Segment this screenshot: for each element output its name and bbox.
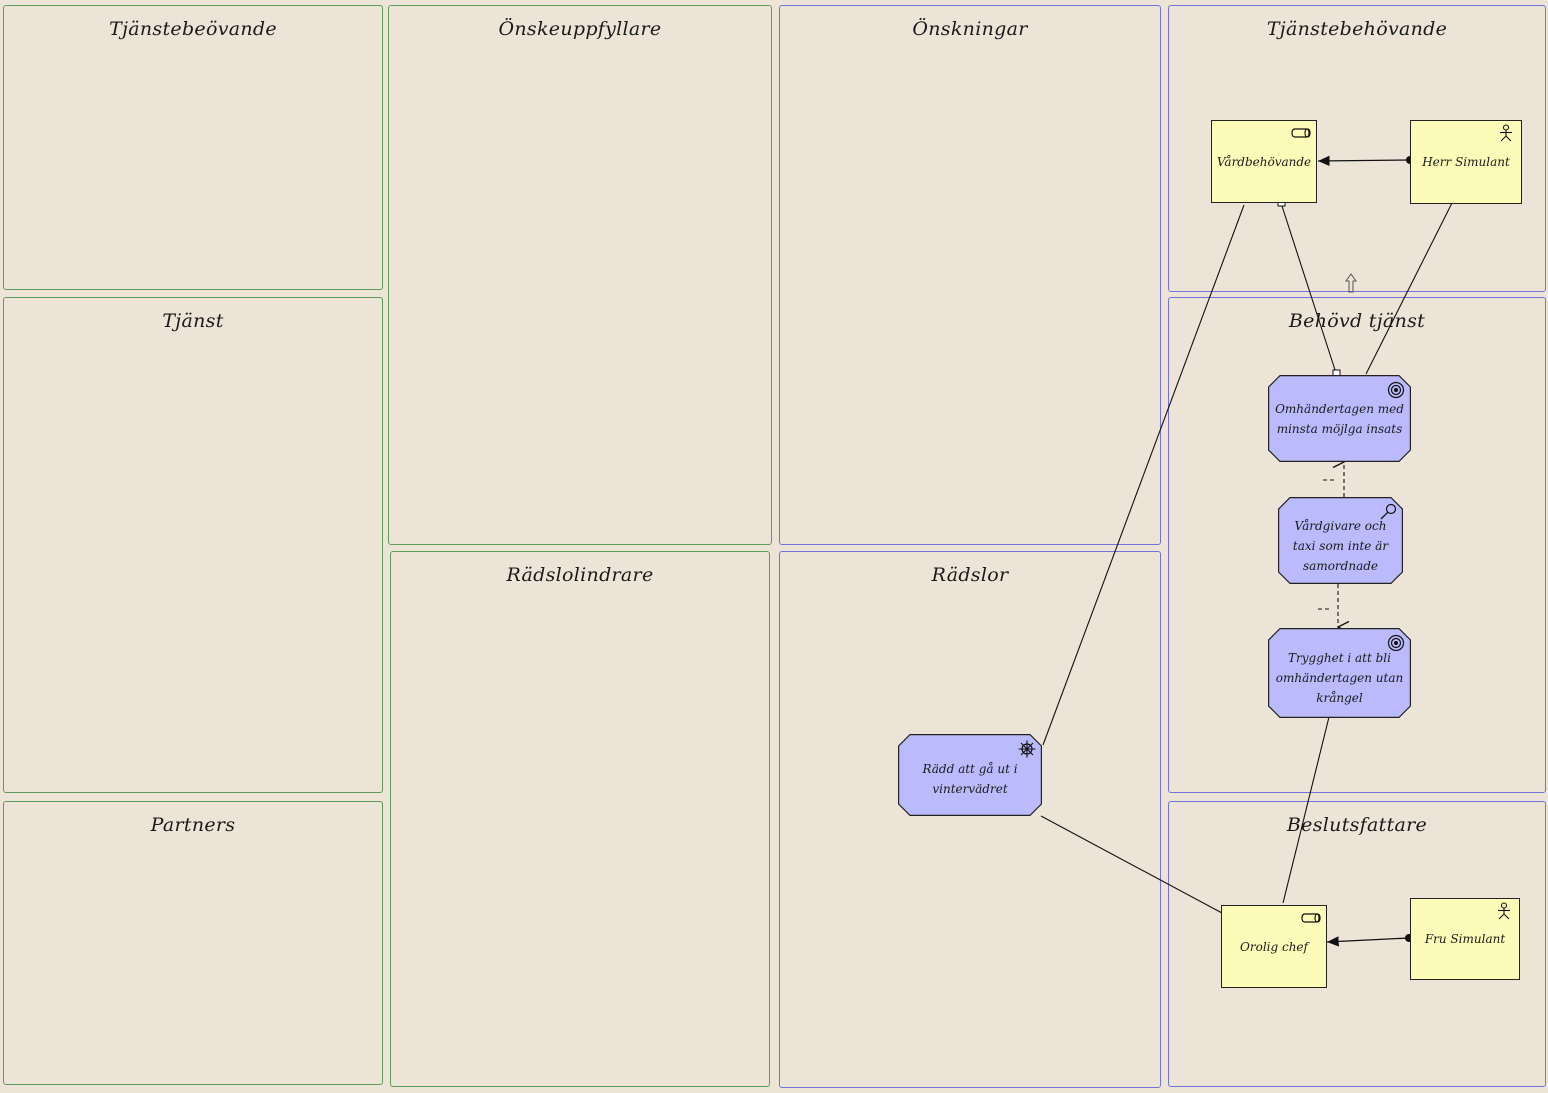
node-label: Orolig chef xyxy=(1240,939,1308,954)
node-outline xyxy=(898,734,1042,817)
section-title: Partners xyxy=(150,814,236,836)
driver-icon xyxy=(1018,740,1036,758)
section-tjanstebeovande: Tjänstebeövande xyxy=(3,5,383,290)
node-orolig-chef[interactable]: Orolig chef xyxy=(1221,905,1327,988)
role-icon xyxy=(1291,128,1311,138)
section-title: Tjänstebehövande xyxy=(1266,18,1448,40)
node-label: Vårdbehövande xyxy=(1216,154,1312,169)
section-title: Tjänst xyxy=(162,310,224,332)
node-fru-simulant[interactable]: Fru Simulant xyxy=(1410,898,1520,980)
section-onskningar: Önskningar xyxy=(779,5,1161,545)
node-label: Rädd att gå ut i vintervädret xyxy=(922,762,1018,796)
node-body: Omhändertagen med minsta möjlga insats xyxy=(1268,375,1411,462)
node-outline xyxy=(1268,628,1411,719)
section-title: Önskningar xyxy=(912,18,1028,40)
section-tjanst: Tjänst xyxy=(3,297,383,793)
node-omhandertagen[interactable]: Omhändertagen med minsta möjlga insats xyxy=(1268,375,1411,463)
section-title: Beslutsfattare xyxy=(1286,814,1428,836)
node-radd[interactable]: Rädd att gå ut i vintervädret xyxy=(898,734,1042,817)
node-outline xyxy=(1278,497,1404,585)
node-body: Trygghet i att bli omhändertagen utan kr… xyxy=(1268,628,1411,718)
node-trygghet[interactable]: Trygghet i att bli omhändertagen utan kr… xyxy=(1268,628,1411,719)
section-title: Önskeuppfyllare xyxy=(498,18,662,40)
node-label: Trygghet i att bli omhändertagen utan kr… xyxy=(1275,651,1404,705)
node-label: Herr Simulant xyxy=(1422,155,1510,169)
section-tjanstebehovande: Tjänstebehövande xyxy=(1168,5,1546,292)
node-outline xyxy=(1268,375,1411,463)
section-title: Rädslor xyxy=(931,564,1009,586)
assessment-icon xyxy=(1380,503,1397,520)
section-onskeuppfyllare: Önskeuppfyllare xyxy=(388,5,772,545)
node-label: Omhändertagen med minsta möjlga insats xyxy=(1275,401,1404,436)
node-vardbehovande[interactable]: Vårdbehövande xyxy=(1211,120,1317,203)
node-body: Rädd att gå ut i vintervädret xyxy=(898,734,1042,816)
role-icon xyxy=(1301,913,1321,923)
actor-icon xyxy=(1500,124,1512,142)
goal-icon xyxy=(1387,381,1405,399)
section-title: Tjänstebeövande xyxy=(109,18,277,40)
node-label: Fru Simulant xyxy=(1424,932,1506,946)
section-title: Behövd tjänst xyxy=(1288,310,1426,332)
node-label: Vårdgivare och taxi som inte är samordna… xyxy=(1292,518,1389,573)
section-title: Rädslolindrare xyxy=(506,564,654,586)
section-partners: Partners xyxy=(3,801,383,1085)
node-body: Vårdgivare och taxi som inte är samordna… xyxy=(1278,497,1403,584)
actor-icon xyxy=(1498,902,1510,920)
goal-icon xyxy=(1387,634,1405,652)
section-radslor: Rädslor xyxy=(779,551,1161,1088)
section-radslolindrare: Rädslolindrare xyxy=(390,551,770,1087)
node-vardgivare[interactable]: Vårdgivare och taxi som inte är samordna… xyxy=(1278,497,1404,585)
node-herr-simulant[interactable]: Herr Simulant xyxy=(1410,120,1522,204)
